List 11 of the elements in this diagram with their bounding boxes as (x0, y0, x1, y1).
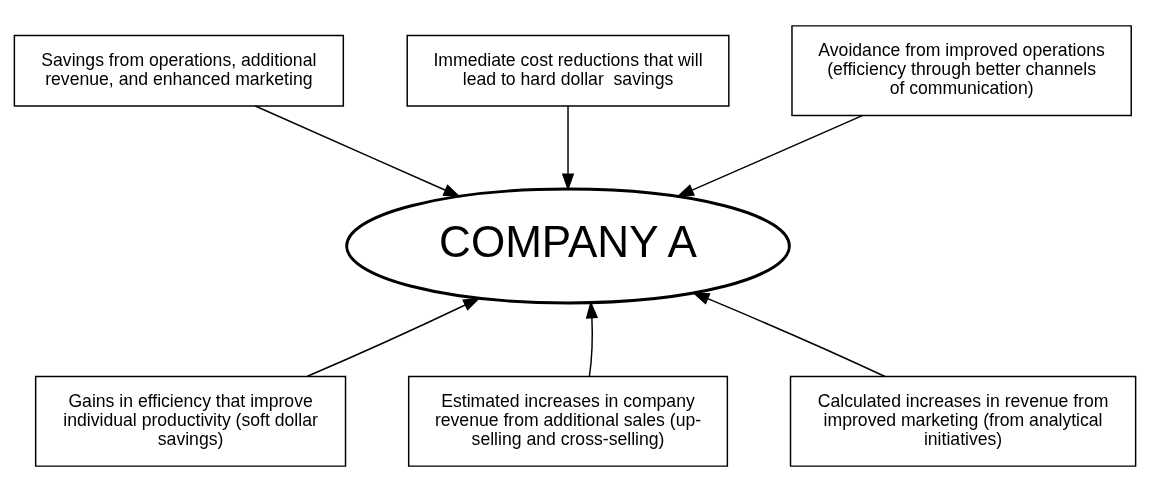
arrow (676, 114, 863, 197)
node-box: Immediate cost reductions that will lead to hard dollar savings (406, 34, 730, 107)
arrow (561, 104, 575, 191)
node-box: Avoidance from improved operations (efficiency through better channels of communication) (791, 24, 1132, 116)
arrow (691, 291, 886, 377)
node-box: Gains in efficiency that improve individual productivity (soft dollar savings) (34, 375, 347, 467)
node-box: Calculated increases in revenue from improved marketing (from analytical initiatives) (789, 375, 1137, 467)
arrow (254, 104, 462, 197)
node-box: Savings from operations, additional revenue, and enhanced marketing (13, 34, 345, 107)
arrow (306, 297, 481, 377)
node-box: Estimated increases in company revenue from additional sales (up-selling and cross-selling) (407, 375, 729, 467)
